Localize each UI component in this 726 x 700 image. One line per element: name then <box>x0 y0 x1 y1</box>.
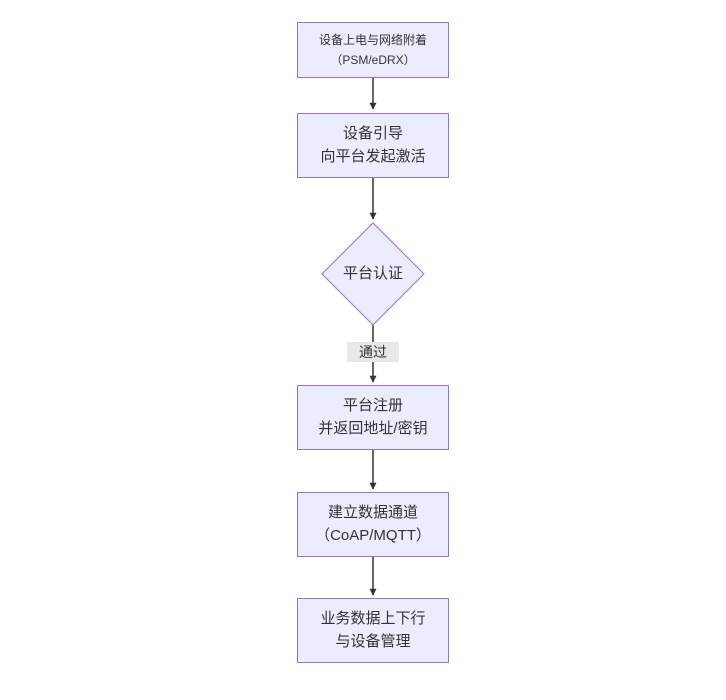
node-label-line: 与设备管理 <box>335 633 411 650</box>
flow-node-bootstrap: 设备引导 向平台发起激活 <box>297 113 449 178</box>
node-label-line: （CoAP/MQTT） <box>315 527 431 544</box>
node-label-line: （PSM/eDRX） <box>330 53 416 67</box>
edge-label-pass: 通过 <box>347 342 399 362</box>
node-label-line: 并返回地址/密钥 <box>318 420 428 437</box>
flow-node-data-channel: 建立数据通道 （CoAP/MQTT） <box>297 492 449 557</box>
flow-node-business: 业务数据上下行 与设备管理 <box>297 598 449 663</box>
node-label-line: 设备上电与网络附着 <box>318 32 427 47</box>
flow-node-register: 平台注册 并返回地址/密钥 <box>297 385 449 450</box>
flow-node-platform-auth-label: 平台认证 <box>342 265 403 282</box>
node-label-line: 平台注册 <box>342 397 403 414</box>
node-label-line: 建立数据通道 <box>327 504 418 521</box>
flow-node-power-attach: 设备上电与网络附着 （PSM/eDRX） <box>297 22 449 78</box>
node-label-line: 设备引导 <box>342 125 403 142</box>
node-label-line: 向平台发起激活 <box>320 148 426 165</box>
node-label-line: 业务数据上下行 <box>320 610 426 627</box>
